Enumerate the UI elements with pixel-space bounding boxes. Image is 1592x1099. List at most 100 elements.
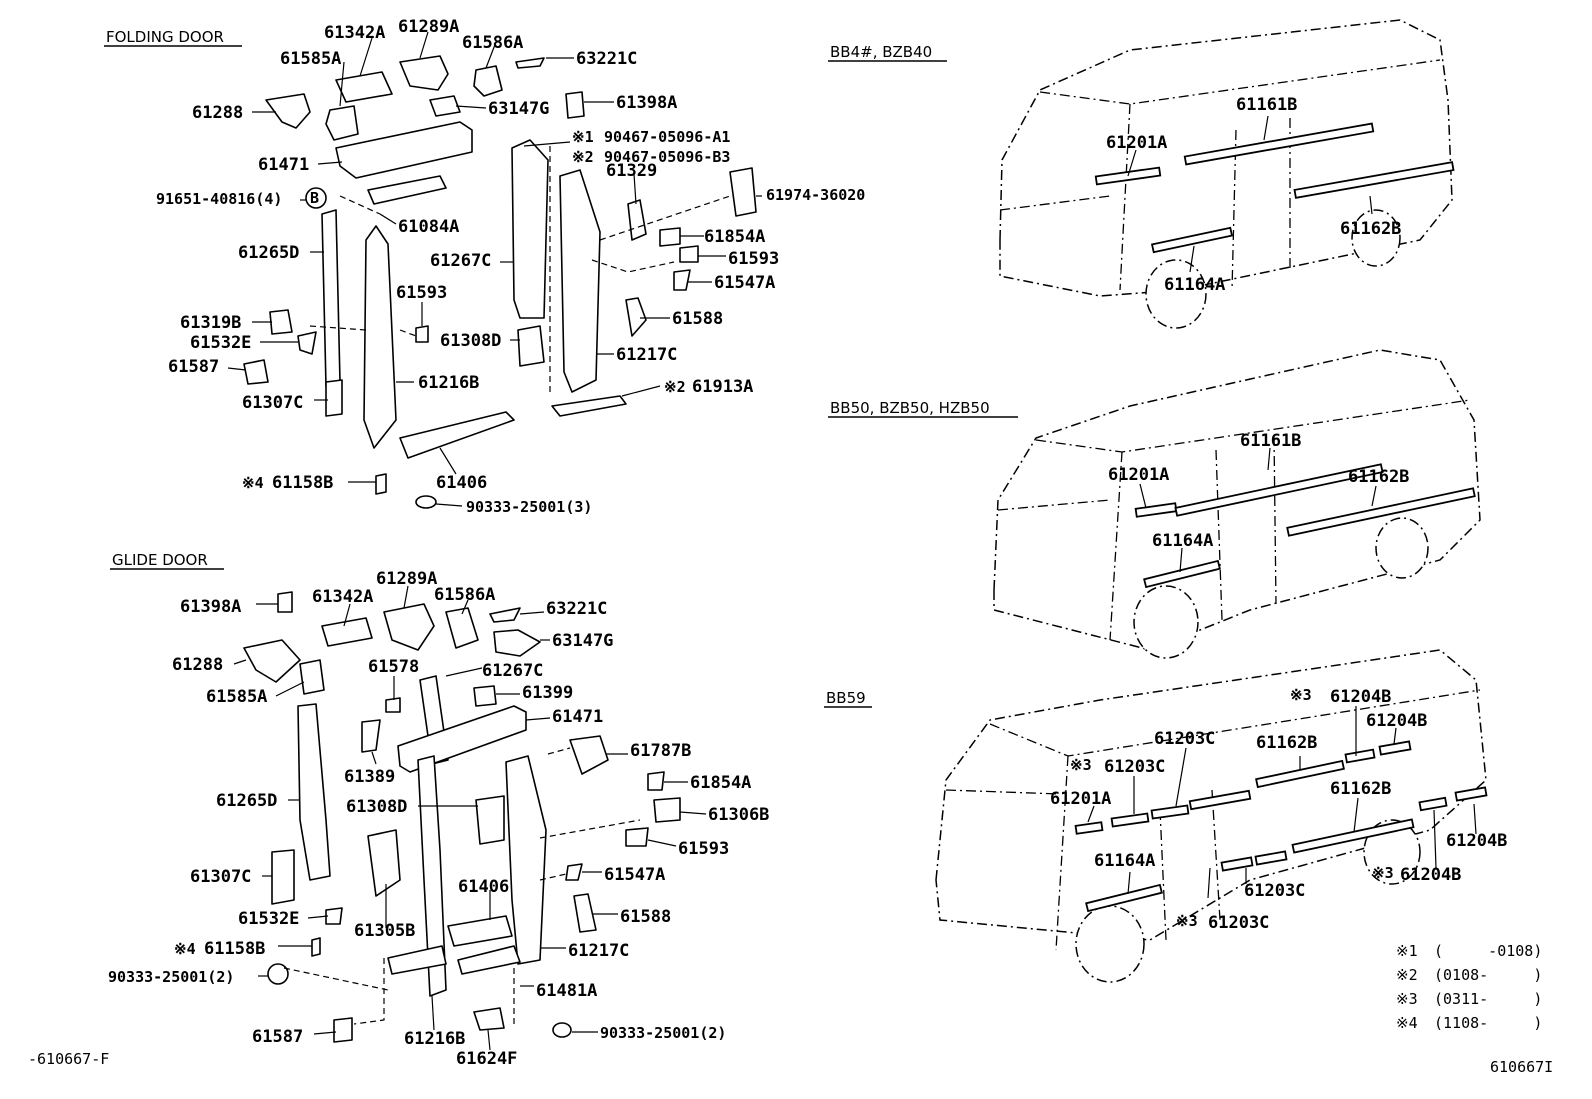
lbl-63147G-f: 63147G — [488, 99, 549, 119]
lbl-61305B-g: 61305B — [354, 921, 415, 941]
b-mark: B — [310, 189, 319, 207]
note-mark-4: ※4 — [1396, 1014, 1418, 1032]
lbl-61624F-g: 61624F — [456, 1049, 517, 1069]
lbl-61288-g: 61288 — [172, 655, 223, 675]
lbl-61481A-g: 61481A — [536, 981, 597, 1001]
bb50-title: BB50, BZB50, HZB50 — [830, 399, 990, 417]
lbl-61593-f1: 61593 — [728, 249, 779, 269]
lbl-61201A-3: 61201A — [1050, 789, 1111, 809]
mark3-b: ※3 — [1070, 756, 1092, 774]
lbl-61406-g: 61406 — [458, 877, 509, 897]
lbl-61593-f2: 61593 — [396, 283, 447, 303]
bb59-title: BB59 — [826, 689, 866, 707]
folding-door-parts: B — [227, 31, 762, 509]
lbl-61162B-1: 61162B — [1340, 219, 1401, 239]
van-bb50 — [993, 349, 1481, 659]
lbl-61216B-f: 61216B — [418, 373, 479, 393]
lbl-90333-g2: 90333-25001(2) — [600, 1024, 726, 1042]
mark3-c: ※3 — [1372, 864, 1394, 882]
footer-right-code: 610667I — [1490, 1058, 1553, 1076]
lbl-61216B-g: 61216B — [404, 1029, 465, 1049]
lbl-61974: 61974-36020 — [766, 186, 865, 204]
glide-door-title: GLIDE DOOR — [112, 551, 208, 569]
lbl-61398A-f: 61398A — [616, 93, 677, 113]
lbl-61588-f: 61588 — [672, 309, 723, 329]
lbl-61399-g: 61399 — [522, 683, 573, 703]
lbl-90467-A1: 90467-05096-A1 — [604, 128, 730, 146]
lbl-61593-g: 61593 — [678, 839, 729, 859]
lbl-61164A-2: 61164A — [1152, 531, 1213, 551]
lbl-61587-f: 61587 — [168, 357, 219, 377]
lbl-61217C-f: 61217C — [616, 345, 677, 365]
mark3-a: ※3 — [1290, 686, 1312, 704]
lbl-61204B-b: 61204B — [1366, 711, 1427, 731]
lbl-61204B-d: 61204B — [1400, 865, 1461, 885]
lbl-63147G-g: 63147G — [552, 631, 613, 651]
lbl-61084A-f: 61084A — [398, 217, 459, 237]
lbl-91651: 91651-40816(4) — [156, 190, 282, 208]
bb4-title: BB4#, BZB40 — [830, 43, 932, 61]
lbl-61389-g: 61389 — [344, 767, 395, 787]
note-range-2: (0108- ) — [1434, 966, 1542, 984]
lbl-61267C-f: 61267C — [430, 251, 491, 271]
lbl-61406-f: 61406 — [436, 473, 487, 493]
lbl-61587-g: 61587 — [252, 1027, 303, 1047]
footer-left-code: -610667-F — [28, 1050, 109, 1068]
note-mark-3: ※3 — [1396, 990, 1418, 1008]
lbl-61306B-g: 61306B — [708, 805, 769, 825]
lbl-61162B-a: 61162B — [1256, 733, 1317, 753]
lbl-61307C-f: 61307C — [242, 393, 303, 413]
folding-door-title: FOLDING DOOR — [106, 28, 224, 46]
lbl-61588-g: 61588 — [620, 907, 671, 927]
mark4-g: ※4 — [174, 940, 196, 958]
lbl-61162B-b: 61162B — [1330, 779, 1391, 799]
lbl-61307C-g: 61307C — [190, 867, 251, 887]
glide-door-parts — [233, 585, 707, 1051]
van-bb4 — [999, 19, 1455, 329]
lbl-61308D-g: 61308D — [346, 797, 407, 817]
note-range-3: (0311- ) — [1434, 990, 1542, 1008]
footnotes: ※1 ( -0108) ※2 (0108- ) ※3 (0311- ) ※4 (… — [1396, 942, 1542, 1032]
lbl-61471-f: 61471 — [258, 155, 309, 175]
note-mark-1: ※1 — [1396, 942, 1418, 960]
lbl-61203C-d: 61203C — [1208, 913, 1269, 933]
lbl-61532E-g: 61532E — [238, 909, 299, 929]
lbl-61585A-g: 61585A — [206, 687, 267, 707]
note-range-4: (1108- ) — [1434, 1014, 1542, 1032]
lbl-61471-g: 61471 — [552, 707, 603, 727]
lbl-61203C-c: 61203C — [1244, 881, 1305, 901]
lbl-61289A-g: 61289A — [376, 569, 437, 589]
van-bb59 — [935, 649, 1488, 983]
lbl-90467-B3: 90467-05096-B3 — [604, 148, 730, 166]
lbl-61787B-g: 61787B — [630, 741, 691, 761]
lbl-61586A-f: 61586A — [462, 33, 523, 53]
lbl-61265D-f: 61265D — [238, 243, 299, 263]
lbl-63221C-g: 63221C — [546, 599, 607, 619]
lbl-61342A-f: 61342A — [324, 23, 385, 43]
lbl-61158B-f: 61158B — [272, 473, 333, 493]
lbl-61161B-1: 61161B — [1236, 95, 1297, 115]
lbl-61161B-2: 61161B — [1240, 431, 1301, 451]
mark4-f: ※4 — [242, 474, 264, 492]
lbl-61308D-f: 61308D — [440, 331, 501, 351]
lbl-61342A-g: 61342A — [312, 587, 373, 607]
lbl-61164A-3: 61164A — [1094, 851, 1155, 871]
mark2-f: ※2 — [572, 148, 594, 166]
lbl-61204B-a: 61204B — [1330, 687, 1391, 707]
lbl-61578-g: 61578 — [368, 657, 419, 677]
lbl-61201A-2: 61201A — [1108, 465, 1169, 485]
lbl-61164A-1: 61164A — [1164, 275, 1225, 295]
mark1-f: ※1 — [572, 128, 594, 146]
lbl-61585A-f: 61585A — [280, 49, 341, 69]
lbl-61217C-g: 61217C — [568, 941, 629, 961]
lbl-61288-f: 61288 — [192, 103, 243, 123]
lbl-61854A-g: 61854A — [690, 773, 751, 793]
mark2-f2: ※2 — [664, 378, 686, 396]
lbl-61204B-c: 61204B — [1446, 831, 1507, 851]
lbl-61913A-f: 61913A — [692, 377, 753, 397]
lbl-61854A-f: 61854A — [704, 227, 765, 247]
mark3-d: ※3 — [1176, 912, 1198, 930]
lbl-61203C-b: 61203C — [1104, 757, 1165, 777]
lbl-61162B-2: 61162B — [1348, 467, 1409, 487]
lbl-61547A-f: 61547A — [714, 273, 775, 293]
